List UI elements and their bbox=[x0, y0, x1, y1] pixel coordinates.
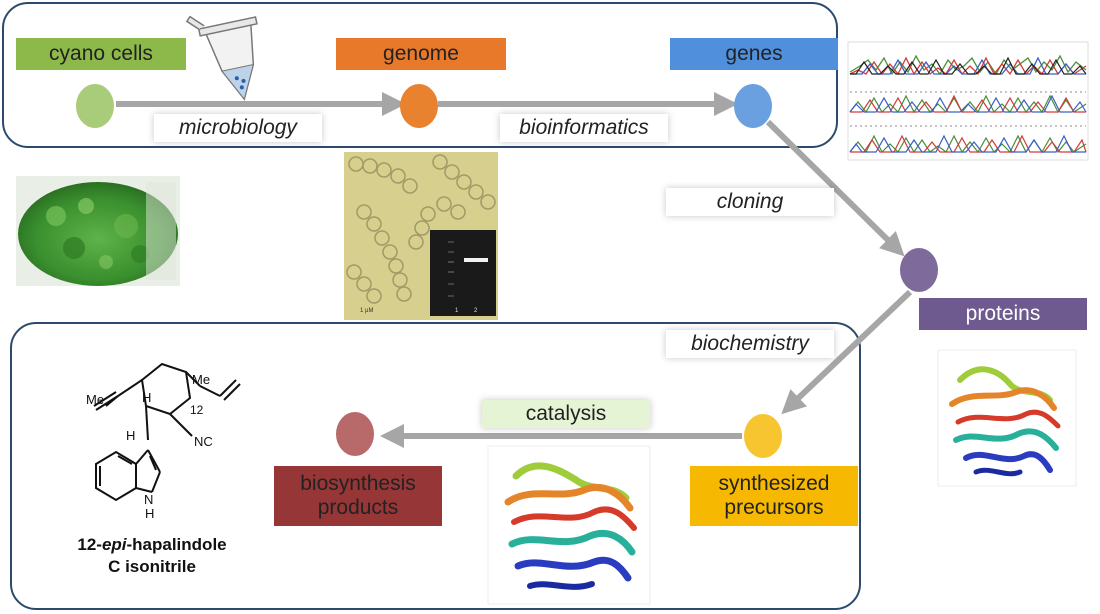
label-cyano-cells: cyano cells bbox=[16, 38, 186, 70]
label-microbiology: microbiology bbox=[154, 114, 322, 142]
label-bioinformatics: bioinformatics bbox=[500, 114, 668, 142]
node-products bbox=[336, 412, 374, 456]
compound-italic: epi bbox=[101, 535, 127, 554]
scale-bar-label: 1 µM bbox=[360, 308, 374, 314]
label-genes: genes bbox=[670, 38, 838, 70]
atom-n: N bbox=[144, 492, 153, 507]
gel-lane-2: 2 bbox=[474, 308, 478, 314]
microscope-gel-photo: 1 2 1 µM bbox=[344, 152, 498, 320]
atom-nh-h: H bbox=[145, 506, 154, 521]
label-genome: genome bbox=[336, 38, 506, 70]
node-genome bbox=[400, 84, 438, 128]
arrow-proteins-to-precursors bbox=[781, 289, 913, 415]
label-synthesized-precursors: synthesized precursors bbox=[690, 466, 858, 526]
arrow-genes-to-proteins bbox=[765, 119, 905, 257]
synthesized-precursors-text: synthesized precursors bbox=[718, 471, 830, 519]
compound-suffix: -hapalindole bbox=[126, 535, 227, 554]
compound-prefix: 12- bbox=[77, 535, 102, 554]
biosynthesis-products-text: biosynthesis products bbox=[300, 471, 416, 519]
label-biochemistry: biochemistry bbox=[666, 330, 834, 358]
label-cloning: cloning bbox=[666, 188, 834, 216]
atom-me-1: Me bbox=[86, 392, 104, 407]
cyano-culture-photo bbox=[16, 176, 180, 286]
atom-me-2: Me bbox=[192, 372, 210, 387]
atom-c12: 12 bbox=[190, 403, 204, 417]
cyano-culture-image bbox=[16, 176, 180, 286]
label-catalysis: catalysis bbox=[482, 400, 650, 428]
atom-h-1: H bbox=[142, 390, 151, 405]
node-cyano-cells bbox=[76, 84, 114, 128]
label-proteins: proteins bbox=[919, 298, 1087, 330]
atom-h-2: H bbox=[126, 428, 135, 443]
node-genes bbox=[734, 84, 772, 128]
gel-lane-1: 1 bbox=[455, 308, 459, 314]
bottom-frame bbox=[10, 322, 861, 610]
label-biosynthesis-products: biosynthesis products bbox=[274, 466, 442, 526]
compound-name-line1: 12-epi-hapalindole bbox=[52, 534, 252, 556]
microscope-cells-image bbox=[344, 152, 498, 320]
node-precursors bbox=[744, 414, 782, 458]
compound-name-line2: C isonitrile bbox=[108, 557, 196, 577]
compound-name: 12-epi-hapalindole C isonitrile bbox=[52, 534, 252, 578]
node-proteins bbox=[900, 248, 938, 292]
atom-nc: NC bbox=[194, 434, 213, 449]
top-frame bbox=[2, 2, 838, 148]
